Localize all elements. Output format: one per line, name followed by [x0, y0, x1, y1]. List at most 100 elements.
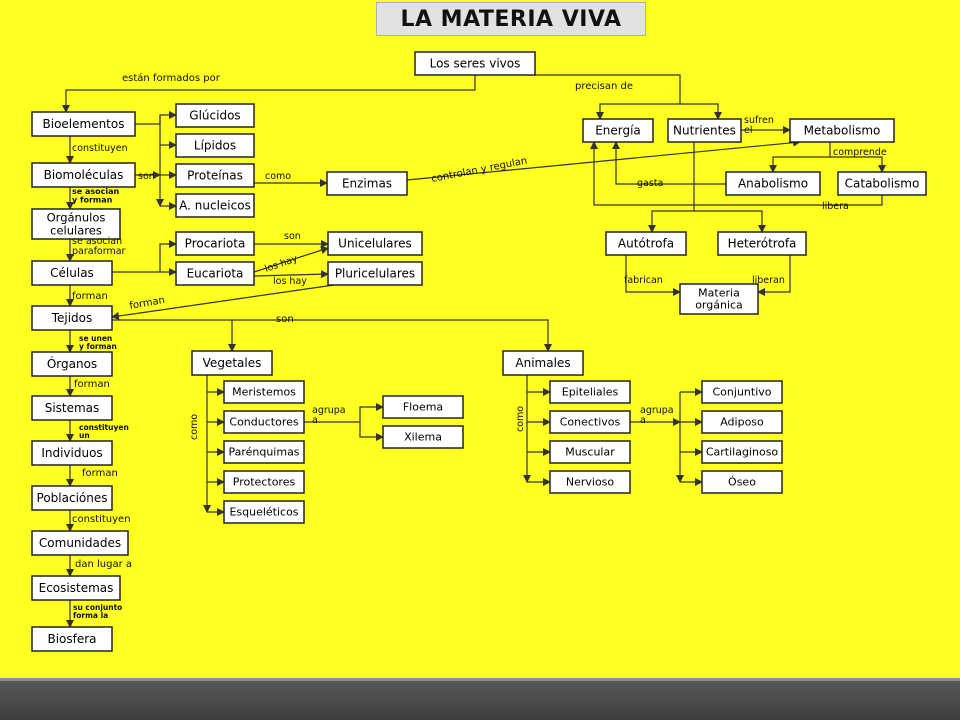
node-seres: Los seres vivos	[414, 51, 536, 76]
link-label-fabrican: fabrican	[624, 275, 663, 286]
connector-0	[62, 75, 476, 113]
node-label: Adiposo	[720, 416, 764, 429]
link-label-forman4: forman	[82, 468, 118, 479]
connector-36	[111, 284, 335, 320]
node-label: Sistemas	[45, 401, 100, 415]
node-label: Conductores	[229, 416, 298, 429]
node-procariota: Procariota	[175, 231, 255, 256]
node-label: Floema	[403, 401, 443, 414]
node-label: Autótrofa	[618, 237, 674, 251]
node-label: Materia	[698, 286, 740, 299]
node-eucariota: Eucariota	[175, 261, 255, 286]
node-organos: Órganos	[31, 351, 113, 377]
node-label: Biosfera	[47, 632, 96, 646]
node-animales: Animales	[502, 350, 584, 376]
link-label-gasta: gasta	[637, 178, 663, 189]
connector-12	[135, 111, 177, 125]
connector-31	[112, 240, 177, 273]
node-adiposo: Adiposo	[701, 410, 783, 434]
node-label: Proteínas	[187, 169, 243, 183]
connector-45	[304, 403, 384, 423]
connector-7	[590, 141, 883, 206]
node-label: Protectores	[233, 476, 296, 489]
node-muscular: Muscular	[549, 440, 631, 464]
link-label-precisan: precisan de	[575, 81, 633, 92]
node-conductores: Conductores	[223, 410, 305, 434]
connector-46	[359, 422, 384, 441]
node-autotrofa: Autótrofa	[605, 231, 687, 256]
connector-4	[769, 142, 831, 173]
node-tejidos: Tejidos	[31, 305, 113, 331]
node-label: Ecosistemas	[39, 581, 114, 595]
node-sistemas: Sistemas	[31, 395, 113, 421]
connector-9	[694, 210, 766, 233]
node-label: Meristemos	[232, 386, 296, 399]
link-label-como1: como	[265, 171, 291, 182]
node-protectores: Protectores	[223, 470, 305, 494]
node-catabolismo: Catabolismo	[837, 171, 927, 196]
node-label: Conjuntivo	[713, 386, 772, 399]
title-banner: LA MATERIA VIVA	[376, 2, 646, 36]
connector-2	[680, 103, 722, 120]
node-label: Muscular	[565, 446, 615, 459]
node-nervioso: Nervioso	[549, 470, 631, 494]
node-label: Óseo	[728, 476, 756, 489]
node-vegetales: Vegetales	[191, 350, 273, 376]
node-label: Lípidos	[194, 139, 236, 153]
node-label: Catabolismo	[845, 177, 920, 191]
node-biosfera: Biosfera	[31, 626, 113, 652]
node-anabolismo: Anabolismo	[725, 171, 821, 196]
node-label: A. nucleicos	[179, 199, 251, 213]
connector-37	[112, 319, 552, 352]
node-label: Individuos	[41, 446, 102, 460]
node-label: Nutrientes	[673, 124, 736, 138]
link-label-son3: son	[276, 314, 294, 325]
node-label: Nervioso	[566, 476, 615, 489]
connector-5	[830, 156, 886, 173]
node-label: Bioelementos	[43, 117, 125, 131]
node-label: Los seres vivos	[430, 57, 521, 71]
link-label-liberan: liberan	[752, 275, 785, 286]
node-label: Glúcidos	[189, 109, 240, 123]
node-epiteliales: Epiteliales	[549, 380, 631, 404]
node-label: Células	[50, 266, 94, 280]
link-label-formados: están formados por	[122, 72, 221, 84]
node-label: Esqueléticos	[229, 506, 298, 519]
node-label: Cartilaginoso	[706, 446, 779, 459]
link-label-forman2: forman	[129, 295, 166, 312]
node-poblaciones: Poblaciónes	[31, 485, 113, 511]
node-ecosistemas: Ecosistemas	[31, 575, 121, 601]
connector-30	[406, 138, 801, 181]
page-title: LA MATERIA VIVA	[400, 7, 622, 32]
node-label: Metabolismo	[804, 124, 881, 138]
node-celulas: Células	[31, 260, 113, 286]
link-label-constituyen3: constituyen	[72, 514, 131, 525]
node-metabolismo: Metabolismo	[789, 118, 895, 143]
node-xilema: Xilema	[382, 425, 464, 449]
node-label: Poblaciónes	[37, 491, 108, 505]
link-label-son2: son	[284, 231, 301, 242]
link-label-comprende: comprende	[833, 147, 887, 158]
node-label: Eucariota	[187, 267, 244, 281]
node-label: Parénquimas	[228, 446, 299, 459]
connector-35	[253, 270, 329, 279]
node-cartilaginoso: Cartilaginoso	[701, 440, 783, 464]
node-label: Epiteliales	[562, 386, 619, 399]
footer-divider	[0, 678, 960, 681]
node-proteinas: Proteínas	[175, 163, 255, 188]
node-esqueleticos: Esqueléticos	[223, 500, 305, 524]
node-label: Animales	[515, 356, 570, 370]
node-label: Conectivos	[560, 416, 621, 429]
node-comunidades: Comunidades	[31, 530, 129, 556]
node-oseo: Óseo	[701, 470, 783, 494]
node-label: Vegetales	[203, 356, 262, 370]
node-label: Pluricelulares	[335, 267, 415, 281]
node-conectivos: Conectivos	[549, 410, 631, 434]
